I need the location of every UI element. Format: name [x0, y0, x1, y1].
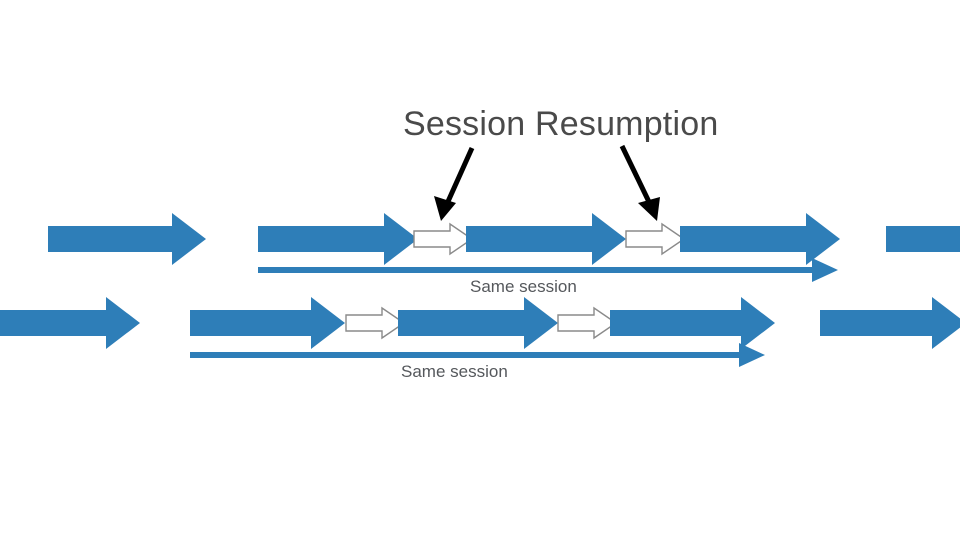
blue-arrow-bottom-4 — [610, 297, 775, 349]
hollow-arrow-bottom-2 — [557, 306, 618, 340]
session-line-bottom-shaft — [190, 352, 747, 358]
blue-arrow-bottom-1 — [0, 297, 140, 349]
session-line-top — [258, 258, 838, 282]
pointer-arrow-right — [619, 144, 660, 221]
blue-arrow-top-2 — [258, 213, 418, 265]
row-top: Same session — [48, 213, 960, 296]
session-line-top-head — [812, 258, 838, 282]
blue-arrow-bottom-2 — [190, 297, 345, 349]
hollow-arrow-bottom-1 — [345, 306, 406, 340]
pointer-arrow-left-head — [434, 196, 456, 221]
session-line-top-shaft — [258, 267, 820, 273]
blue-arrow-bottom-3 — [398, 297, 558, 349]
blue-arrow-bottom-5 — [820, 297, 960, 349]
row-bottom: Same session — [0, 297, 960, 381]
session-label-top: Same session — [470, 277, 577, 296]
pointer-arrow-right-shaft — [619, 144, 653, 206]
blue-arrow-top-3 — [466, 213, 626, 265]
blue-arrow-top-1 — [48, 213, 206, 265]
session-line-bottom-head — [739, 343, 765, 367]
hollow-arrow-top-2 — [625, 222, 686, 256]
session-label-bottom: Same session — [401, 362, 508, 381]
hollow-arrow-top-1 — [413, 222, 474, 256]
blue-arrow-top-4 — [680, 213, 840, 265]
pointer-arrow-left — [434, 146, 475, 221]
page-title: Session Resumption — [403, 105, 718, 143]
pointer-arrow-right-head — [638, 197, 660, 221]
blue-bar-top-5 — [886, 226, 960, 252]
session-line-bottom — [190, 343, 765, 367]
pointer-arrow-left-shaft — [443, 146, 475, 208]
